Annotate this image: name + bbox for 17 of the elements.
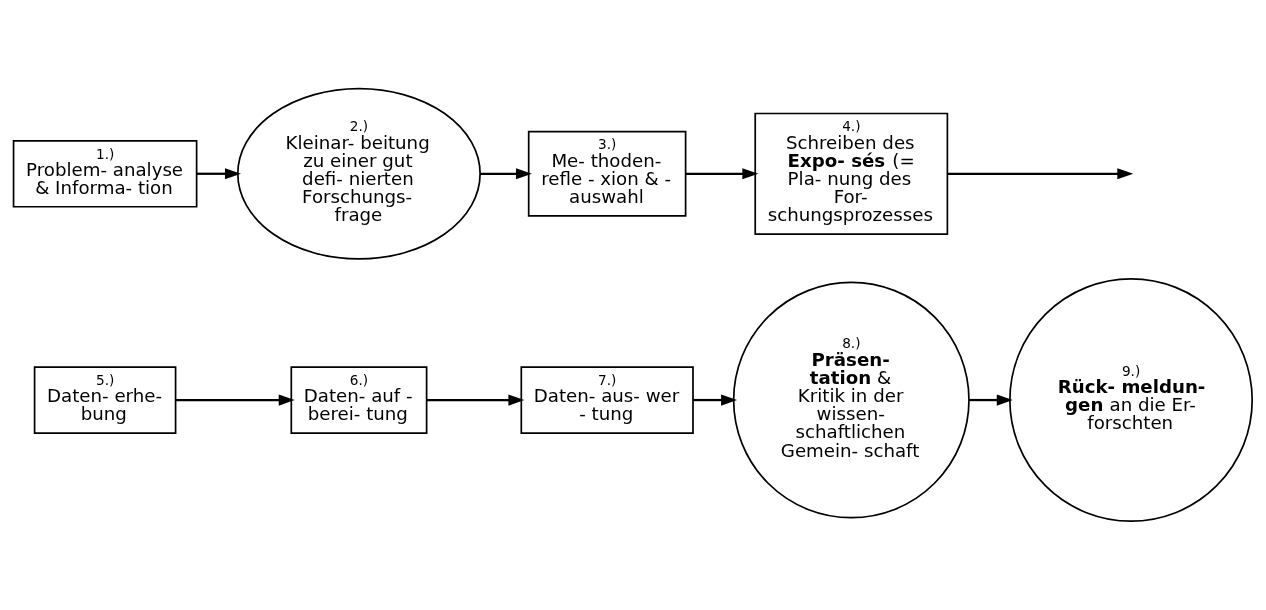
arrow [175,394,295,406]
arrow [968,394,1013,406]
node-box: 3.) Me- thoden- refle - xion & - auswahl [527,130,687,217]
arrow [947,168,1134,180]
node-box: 6.) Daten- auf - berei- tung [290,366,428,434]
arrow [685,168,759,180]
arrow [196,168,241,180]
node-circle: 8.) Präsen- tation & Kritik in der wissen- schaftlichen Gemein- schaft [732,281,970,519]
node-box: 1.) Problem- analyse & Informa- tion [12,139,198,208]
node-ellipse: 2.) Kleinar- beitung zu einer gut defi- nierten Forschungs- frage [236,87,481,260]
arrow [693,394,738,406]
node-box: 7.) Daten- aus- wer - tung [520,366,694,434]
arrow [480,168,532,180]
node-box: 5.) Daten- erhe- bung [33,366,177,434]
node-box: 4.) Schreiben des Expo- sés (= Pla- nung des For- schungsprozesses [754,112,949,235]
arrow [426,394,525,406]
node-circle: 9.) Rück- meldun- gen an die Er- forschten [1009,278,1254,523]
